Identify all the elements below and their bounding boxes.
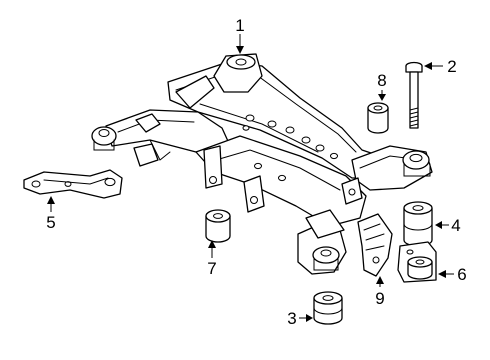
callout-labels: 1 2 3 4 5 6 7 8 9 <box>46 16 466 328</box>
callout-3: 3 <box>287 309 296 328</box>
callout-4: 4 <box>451 216 460 235</box>
bracket-part-5 <box>23 169 123 199</box>
bushing-part-4 <box>403 201 433 247</box>
callout-5: 5 <box>46 213 55 232</box>
bushing-part-8 <box>367 102 389 134</box>
bushing-part-7 <box>205 209 231 243</box>
crossmember-part <box>91 53 433 275</box>
bolt-part <box>405 61 423 129</box>
callout-8: 8 <box>377 71 386 90</box>
callout-1: 1 <box>235 16 244 35</box>
bushing-part-3 <box>313 291 343 325</box>
callout-9: 9 <box>375 289 384 308</box>
bracket-part-9 <box>357 213 393 277</box>
callout-7: 7 <box>207 259 216 278</box>
mount-part-6 <box>397 241 437 283</box>
leader-lines <box>47 34 454 322</box>
callout-2: 2 <box>447 57 456 76</box>
callout-6: 6 <box>457 265 466 284</box>
